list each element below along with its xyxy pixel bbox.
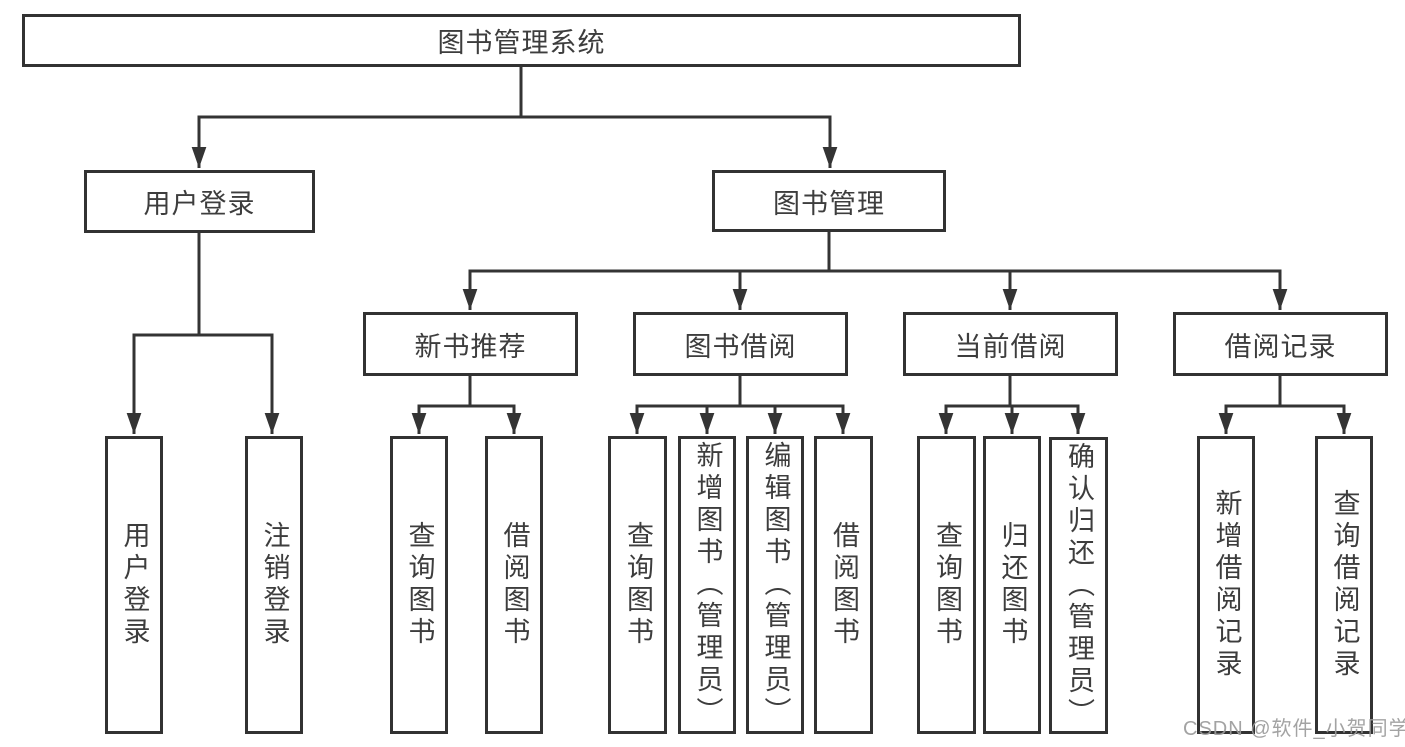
node-leaf-edit-books-admin: 编辑图书（管理员） — [746, 436, 804, 734]
node-leaf-query-books-recommend: 查询图书 — [390, 436, 448, 734]
node-leaf-borrow-books-recommend: 借阅图书 — [485, 436, 543, 734]
node-leaf-query-books-borrow: 查询图书 — [608, 436, 667, 734]
node-label: 查询借阅记录 — [1329, 489, 1360, 681]
node-new-book-recommendation: 新书推荐 — [363, 312, 578, 376]
node-label: 图书管理系统 — [437, 28, 606, 58]
node-library-management-system: 图书管理系统 — [22, 14, 1021, 67]
node-label: 编辑图书（管理员） — [760, 441, 791, 729]
node-label: 查询图书 — [623, 521, 653, 649]
node-leaf-user-login: 用户登录 — [105, 436, 163, 734]
node-label: 图书管理 — [773, 188, 885, 219]
node-label: 借阅图书 — [829, 521, 859, 649]
node-leaf-add-borrow-record: 新增借阅记录 — [1197, 436, 1255, 734]
node-label: 当前借阅 — [954, 331, 1067, 362]
node-label: 图书借阅 — [684, 331, 797, 362]
node-user-login: 用户登录 — [84, 170, 315, 233]
node-label: 查询图书 — [404, 521, 435, 649]
node-leaf-logout: 注销登录 — [245, 436, 303, 734]
node-label: 查询图书 — [932, 521, 962, 649]
node-leaf-confirm-return-admin: 确认归还（管理员） — [1049, 437, 1108, 734]
node-label: 用户登录 — [143, 189, 256, 219]
node-leaf-query-borrow-record: 查询借阅记录 — [1315, 436, 1373, 734]
node-label: 注销登录 — [259, 521, 290, 649]
node-leaf-return-books: 归还图书 — [983, 436, 1041, 734]
node-label: 新增借阅记录 — [1211, 489, 1242, 681]
node-leaf-add-books-admin: 新增图书（管理员） — [678, 436, 736, 734]
node-leaf-query-books-current: 查询图书 — [917, 436, 976, 734]
watermark: CSDN @软件_小贺同学 — [1183, 718, 1405, 740]
node-label: 归还图书 — [997, 521, 1028, 649]
node-book-management: 图书管理 — [712, 170, 946, 232]
node-label: 借阅记录 — [1224, 331, 1337, 362]
node-current-borrowing: 当前借阅 — [903, 312, 1118, 376]
node-leaf-borrow-books: 借阅图书 — [814, 436, 873, 734]
node-label: 借阅图书 — [499, 521, 530, 649]
node-borrowing-records: 借阅记录 — [1173, 312, 1388, 376]
node-label: 确认归还（管理员） — [1064, 441, 1094, 730]
node-label: 新增图书（管理员） — [692, 441, 723, 729]
node-label: 用户登录 — [119, 521, 150, 649]
node-book-borrowing: 图书借阅 — [633, 312, 848, 376]
node-label: 新书推荐 — [414, 331, 527, 362]
